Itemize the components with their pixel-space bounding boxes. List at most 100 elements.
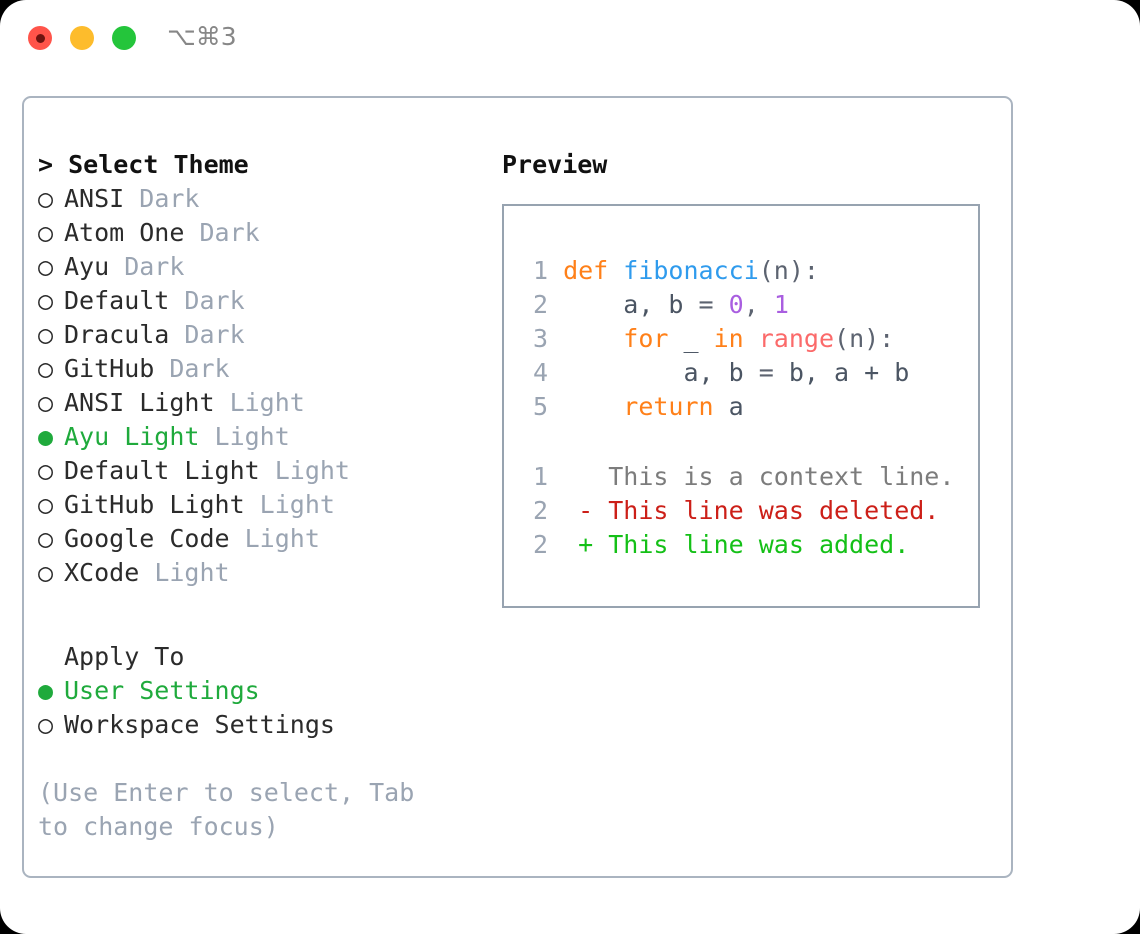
theme-picker-panel: > Select Theme ○ANSI Dark○Atom One Dark○… [38, 148, 488, 844]
code-line-number: 3 [532, 324, 548, 353]
code-token: def [563, 256, 624, 285]
theme-option-row[interactable]: ○Ayu Dark [38, 250, 488, 284]
code-token: a, b [563, 358, 759, 387]
theme-option-label: ANSI Light [64, 388, 215, 417]
apply-to-list: ● User Settings ○Workspace Settings [38, 674, 488, 742]
radio-unselected-icon: ○ [38, 354, 54, 383]
code-line: 5 return a [520, 390, 909, 424]
theme-option-row[interactable]: ○ Google Code Light [38, 522, 488, 556]
code-line-number: 1 [532, 256, 548, 285]
code-token: return [563, 392, 729, 421]
preview-panel: Preview 1 def fibonacci(n):2 a, b = 0, 1… [502, 148, 1002, 608]
traffic-lights [28, 26, 136, 50]
code-token: range [758, 324, 835, 353]
theme-option-label: Google Code [64, 524, 230, 553]
theme-option-row[interactable]: ○ Default Dark [38, 284, 488, 318]
radio-unselected-icon: ○ [38, 558, 54, 587]
theme-option-row[interactable]: ○Atom One Dark [38, 216, 488, 250]
code-token: 0 [728, 290, 744, 319]
theme-option-label: ANSI [64, 184, 125, 213]
diff-sign [578, 462, 593, 491]
radio-unselected-icon: ○ [38, 710, 54, 739]
radio-unselected-icon: ○ [38, 456, 54, 485]
code-token: a [728, 392, 744, 421]
theme-option-label: Atom One [64, 218, 185, 247]
apply-to-option-label: User Settings [64, 676, 260, 705]
close-button[interactable] [28, 26, 52, 50]
preview-title: Preview [502, 150, 608, 179]
radio-unselected-icon: ○ [38, 524, 54, 553]
diff-text: This line was deleted. [593, 496, 940, 525]
code-token: = [758, 358, 789, 387]
radio-selected-icon: ● [38, 676, 54, 705]
theme-option-label: XCode [64, 558, 140, 587]
theme-variant-tag: Light [229, 524, 320, 553]
diff-line: 1 This is a context line. [520, 460, 954, 494]
maximize-button[interactable] [112, 26, 136, 50]
diff-text: This is a context line. [593, 462, 955, 491]
code-token: b, a + b [788, 358, 910, 387]
code-token: _ [683, 324, 714, 353]
select-theme-header: > Select Theme [38, 150, 249, 179]
theme-option-label: Default Light [64, 456, 260, 485]
code-token: 1 [773, 290, 789, 319]
code-token: a, b [563, 290, 699, 319]
theme-variant-tag: Dark [109, 252, 185, 281]
code-token: (n): [758, 256, 819, 285]
diff-line-number: 2 [532, 530, 548, 559]
theme-variant-tag: Dark [169, 286, 245, 315]
theme-option-row[interactable]: ○ Default Light Light [38, 454, 488, 488]
theme-option-row[interactable]: ○ XCode Light [38, 556, 488, 590]
radio-unselected-icon: ○ [38, 490, 54, 519]
radio-unselected-icon: ○ [38, 388, 54, 417]
code-line: 2 a, b = 0, 1 [520, 288, 909, 322]
theme-variant-tag: Light [259, 456, 350, 485]
code-token: (n): [834, 324, 895, 353]
radio-unselected-icon: ○ [38, 320, 54, 349]
code-line: 4 a, b = b, a + b [520, 356, 909, 390]
minimize-button[interactable] [70, 26, 94, 50]
theme-option-row[interactable]: ○GitHub Dark [38, 352, 488, 386]
diff-sample: 1 This is a context line. 2 - This line w… [520, 460, 954, 562]
theme-option-label: Default [64, 286, 170, 315]
code-line-number: 2 [532, 290, 548, 319]
code-token: fibonacci [623, 256, 759, 285]
dialog-card: > Select Theme ○ANSI Dark○Atom One Dark○… [22, 96, 1013, 878]
theme-option-label: Ayu [64, 252, 110, 281]
theme-option-label: GitHub [64, 354, 155, 383]
apply-to-header: Apply To [64, 642, 185, 671]
theme-variant-tag: Light [199, 422, 290, 451]
keyboard-shortcut-label: ⌥⌘3 [167, 22, 237, 51]
diff-sign: + [578, 530, 594, 559]
theme-variant-tag: Light [139, 558, 230, 587]
radio-unselected-icon: ○ [38, 218, 54, 247]
code-line-number: 5 [532, 392, 548, 421]
code-line: 1 def fibonacci(n): [520, 254, 909, 288]
theme-option-row[interactable]: ○GitHub Light Light [38, 488, 488, 522]
hint-spacer [38, 742, 488, 776]
theme-option-row[interactable]: ○ANSI Light Light [38, 386, 488, 420]
radio-unselected-icon: ○ [38, 286, 54, 315]
theme-option-label: Dracula [64, 320, 170, 349]
radio-unselected-icon: ○ [38, 184, 54, 213]
code-line: 3 for _ in range(n): [520, 322, 909, 356]
diff-text: This line was added. [593, 530, 910, 559]
apply-to-option-row[interactable]: ○Workspace Settings [38, 708, 488, 742]
theme-option-row[interactable]: ○ Dracula Dark [38, 318, 488, 352]
code-token: = [698, 290, 729, 319]
theme-variant-tag: Dark [124, 184, 200, 213]
diff-sign: - [578, 496, 594, 525]
theme-option-label: Ayu Light [64, 422, 200, 451]
apply-to-option-row[interactable]: ● User Settings [38, 674, 488, 708]
title-bar: ⌥⌘3 [0, 0, 1140, 78]
theme-option-row[interactable]: ● Ayu Light Light [38, 420, 488, 454]
code-token: for [563, 324, 684, 353]
theme-list: ○ANSI Dark○Atom One Dark○Ayu Dark○Defaul… [38, 182, 488, 590]
radio-selected-icon: ● [38, 422, 54, 451]
theme-variant-tag: Dark [169, 320, 245, 349]
theme-option-row[interactable]: ○ ANSI Dark [38, 182, 488, 216]
theme-option-label: GitHub Light [64, 490, 245, 519]
diff-line-number: 1 [532, 462, 548, 491]
